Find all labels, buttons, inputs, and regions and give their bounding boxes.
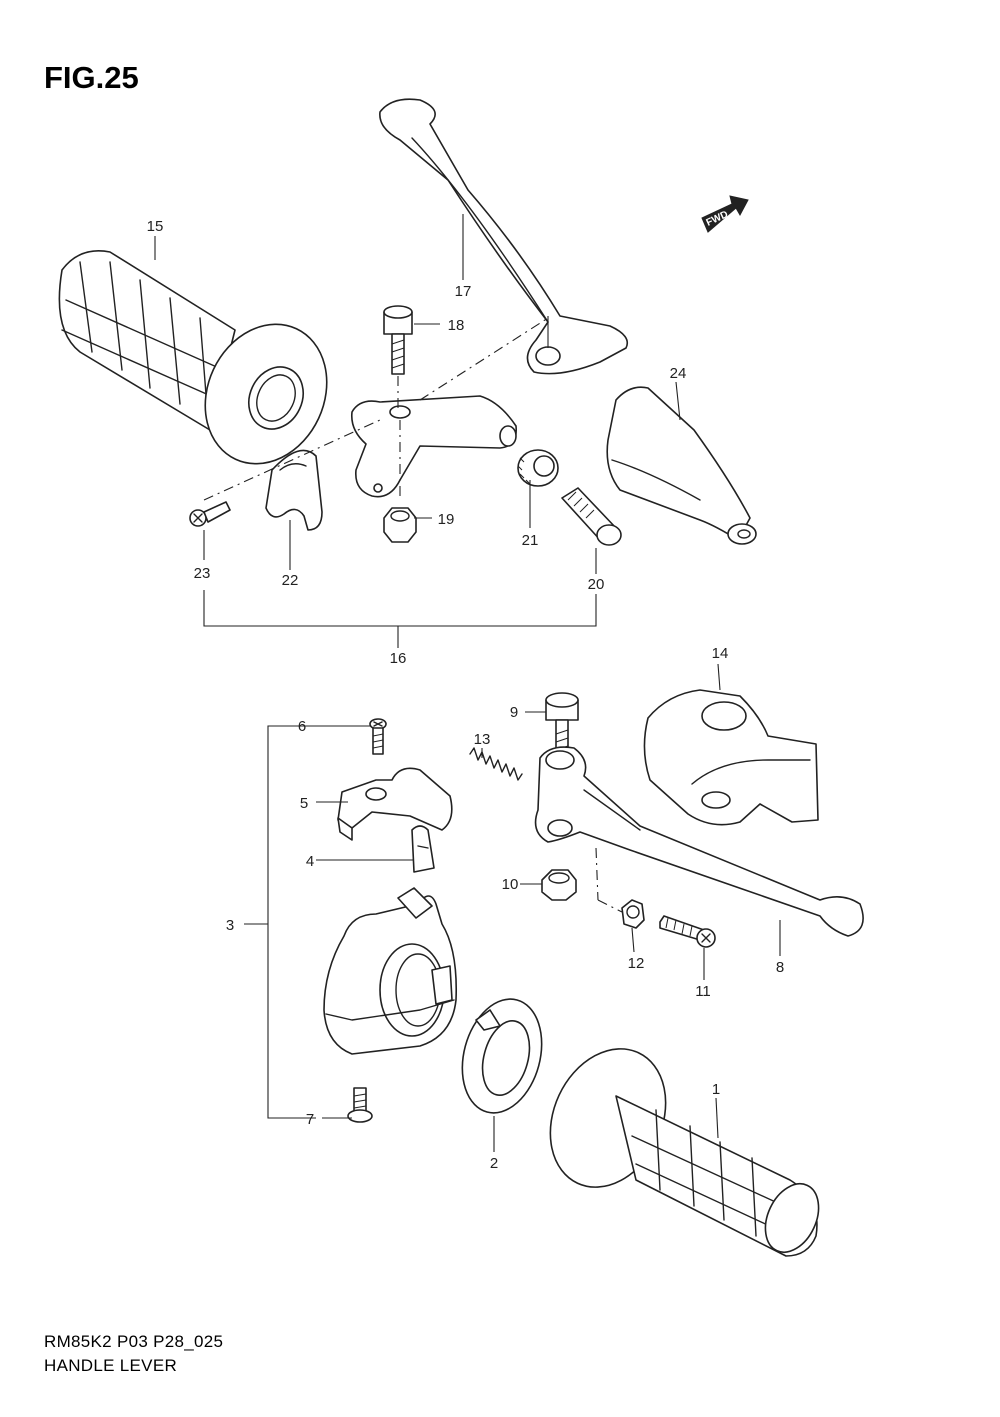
callout-11: 11: [695, 983, 711, 1000]
part-7-screw: [347, 1087, 373, 1123]
callout-7: 7: [306, 1111, 314, 1128]
callout-14: 14: [712, 645, 729, 662]
callout-9: 9: [510, 704, 518, 721]
callout-20: 20: [588, 576, 605, 593]
part-6-screw: [369, 718, 387, 755]
callout-8: 8: [776, 959, 784, 976]
part-15-grip: [58, 250, 328, 465]
callout-1: 1: [712, 1081, 720, 1098]
callout-2: 2: [490, 1155, 498, 1172]
part-24-cover: [606, 386, 757, 545]
callout-6: 6: [298, 718, 306, 735]
part-8-lever: [534, 746, 864, 937]
part-22-clamp: [265, 449, 323, 531]
callout-23: 23: [194, 565, 211, 582]
assembly-line: [595, 847, 599, 901]
callout-19: 19: [438, 511, 455, 528]
part-16-perch: [350, 395, 517, 498]
callout-12: 12: [628, 955, 645, 972]
part-10-nut: [541, 869, 577, 901]
part-11-screw: [659, 915, 716, 948]
callout-5: 5: [300, 795, 308, 812]
part-1-grip: [549, 1048, 820, 1257]
callout-17: 17: [455, 283, 472, 300]
part-13-spring: [469, 747, 523, 781]
callout-3: 3: [226, 917, 234, 934]
part-3-housing: [323, 887, 458, 1055]
fwd-label: FWD: [705, 209, 730, 229]
part-17-lever: [379, 98, 629, 375]
callout-13: 13: [474, 731, 491, 748]
figure-title: FIG.25: [44, 60, 139, 95]
part-23-screw: [189, 501, 231, 527]
part-14-cover: [643, 689, 819, 826]
callout-10: 10: [502, 876, 519, 893]
callout-24: 24: [670, 365, 687, 382]
assembly-line: [203, 419, 381, 501]
part-4-clip: [411, 825, 435, 873]
part-20-adjuster-bolt: [561, 487, 622, 546]
callout-15: 15: [147, 218, 164, 235]
callout-4: 4: [306, 853, 314, 870]
callout-22: 22: [282, 572, 299, 589]
diagram-subtitle: HANDLE LEVER: [44, 1356, 178, 1375]
part-12-nut: [621, 899, 645, 929]
assembly-line: [597, 899, 623, 913]
part-21-adjuster-nut: [517, 449, 559, 487]
assembly-line: [419, 317, 549, 401]
callout-18: 18: [448, 317, 465, 334]
callout-16: 16: [390, 650, 407, 667]
diagram-code: RM85K2 P03 P28_025: [44, 1332, 224, 1351]
part-5-holder: [337, 767, 453, 841]
part-19-nut: [383, 507, 417, 543]
fwd-arrow-icon: FWD: [701, 195, 749, 233]
part-18-bolt: [383, 305, 413, 375]
callout-21: 21: [522, 532, 539, 549]
part-2-ring: [461, 998, 543, 1114]
